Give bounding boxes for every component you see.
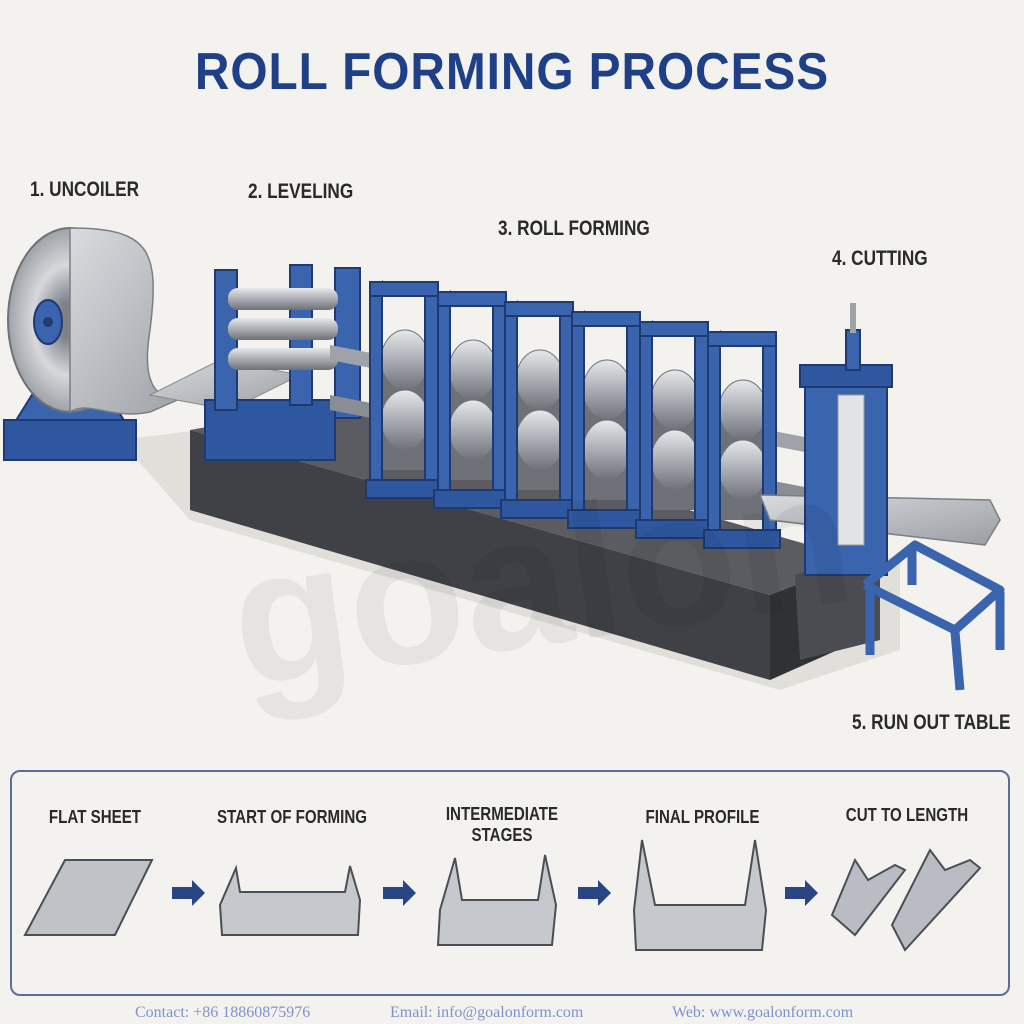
stand-top-beam [504,301,574,317]
stage-label-cutting: 4. CUTTING [832,247,928,270]
stand-top-beam [437,291,507,307]
page-title: ROLL FORMING PROCESS [194,43,830,101]
footer-email[interactable]: Email: info@goalonform.com [390,1004,584,1021]
forming-roll-upper [380,329,430,391]
stage-label-run-out-table: 5. RUN OUT TABLE [852,711,1011,734]
roll-forming-machine-illustration [3,227,1005,691]
forming-roll-upper [650,369,700,431]
forming-roll-lower [515,409,565,471]
step-label-final-profile: FINAL PROFILE [645,807,760,827]
step-label-start-of-forming: START OF FORMING [216,807,368,827]
stand-top-beam [571,311,641,327]
cutter-base [795,550,880,660]
forming-roll-upper [582,359,632,421]
stage-label-leveling: 2. LEVELING [248,180,354,203]
forming-roll-lower [380,389,430,451]
run-out-table [862,540,1005,691]
machine-base-front [190,430,770,680]
stand-top-beam [707,331,777,347]
step-label-cut-to-length: CUT TO LENGTH [845,805,969,825]
stand-top-beam [639,321,709,337]
step-label-flat-sheet: FLAT SHEET [48,807,142,827]
leveler-unit [204,264,361,461]
step-label-intermediate-stages: INTERMEDIATE STAGES [445,804,559,845]
cutting-unit [799,303,893,576]
footer-web[interactable]: Web: www.goalonform.com [672,1004,854,1021]
footer-contact: Contact: +86 18860875976 [135,1004,311,1021]
stand-post-right [424,285,439,495]
stage-label-roll-forming: 3. ROLL FORMING [498,217,650,240]
stand-post-left [369,280,383,490]
forming-roll-upper [448,339,498,401]
stage-label-uncoiler: 1. UNCOILER [30,178,140,201]
stand-post-left [437,290,451,500]
forming-roll-upper [515,349,565,411]
stand-foot [703,529,781,549]
forming-roll-lower [448,399,498,461]
coil-band [69,227,201,415]
profile-progression-panel [10,770,1010,996]
forming-roll-upper [718,379,768,441]
stand-top-beam [369,281,439,297]
forming-stands [365,280,781,549]
